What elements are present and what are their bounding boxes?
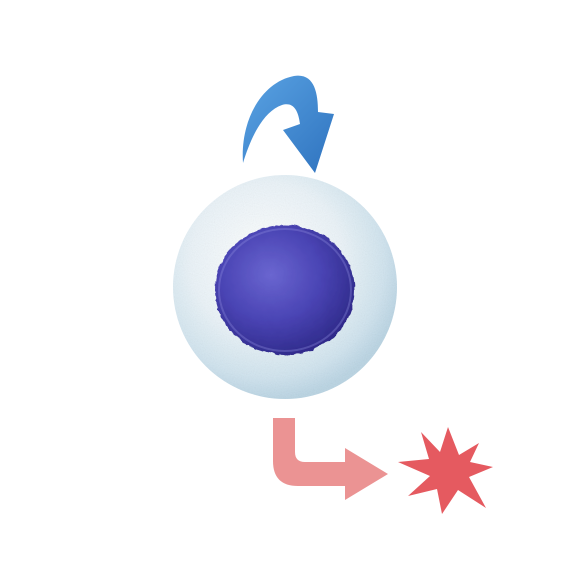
nucleus-rim [218, 228, 352, 352]
cell-nucleus [215, 225, 355, 355]
self-renewal-arrow [242, 75, 334, 173]
cell [173, 175, 397, 399]
death-arrow [273, 418, 388, 500]
burst-icon [398, 427, 493, 514]
